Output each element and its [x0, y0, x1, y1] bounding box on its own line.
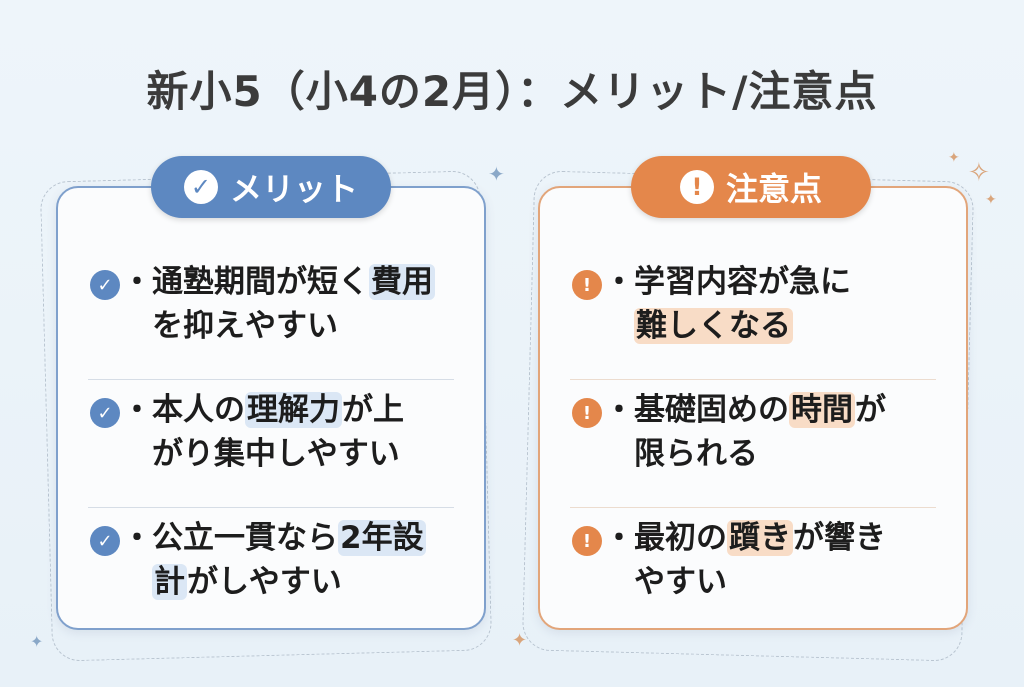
item-text: 最初の躓きが響きやすい: [634, 516, 886, 604]
list-item: ✓・通塾期間が短く費用を抑えやすい: [88, 252, 454, 380]
sparkle-icon: ✦: [30, 632, 44, 651]
text-line: やすい: [634, 560, 886, 604]
bullet: ・: [604, 265, 634, 300]
text-segment: 本人の: [152, 392, 245, 428]
text-line: 本人の理解力が上: [152, 388, 404, 432]
check-circle-icon: ✓: [90, 526, 120, 556]
highlighted-text: 躓き: [727, 520, 793, 556]
text-segment: 最初の: [634, 520, 727, 556]
text-segment: がしやすい: [187, 564, 342, 600]
text-segment: 基礎固めの: [634, 392, 789, 428]
text-line: 学習内容が急に: [634, 260, 851, 304]
merit-card: ✓・通塾期間が短く費用を抑えやすい✓・本人の理解力が上がり集中しやすい✓・公立一…: [56, 186, 486, 630]
sparkle-icon: ✦: [985, 192, 997, 208]
exclamation-circle-icon: !: [572, 526, 602, 556]
text-segment: がり集中しやすい: [152, 436, 400, 472]
list-item: !・最初の躓きが響きやすい: [570, 508, 936, 636]
item-text: 本人の理解力が上がり集中しやすい: [152, 388, 404, 476]
highlighted-text: 計: [152, 564, 187, 600]
text-segment: が上: [342, 392, 404, 428]
list-item: !・学習内容が急に難しくなる: [570, 252, 936, 380]
text-segment: が: [855, 392, 886, 428]
exclamation-circle-icon: !: [572, 270, 602, 300]
text-line: を抑えやすい: [152, 304, 435, 348]
merit-list: ✓・通塾期間が短く費用を抑えやすい✓・本人の理解力が上がり集中しやすい✓・公立一…: [58, 252, 484, 636]
caution-list: !・学習内容が急に難しくなる!・基礎固めの時間が限られる!・最初の躓きが響きやす…: [540, 252, 966, 636]
sparkle-icon: ✦: [512, 630, 528, 651]
text-segment: を抑えやすい: [152, 308, 338, 344]
bullet: ・: [604, 393, 634, 428]
text-segment: 学習内容が急に: [634, 264, 851, 300]
merit-header-badge: ✓ メリット: [151, 156, 391, 218]
item-text: 学習内容が急に難しくなる: [634, 260, 851, 348]
text-line: がり集中しやすい: [152, 432, 404, 476]
exclamation-circle-icon: !: [572, 398, 602, 428]
sparkle-icon: ✧: [968, 158, 990, 188]
check-circle-icon: ✓: [90, 270, 120, 300]
text-segment: 公立一貫なら: [152, 520, 338, 556]
list-item: ✓・本人の理解力が上がり集中しやすい: [88, 380, 454, 508]
check-circle-icon: ✓: [183, 170, 218, 204]
caution-card: !・学習内容が急に難しくなる!・基礎固めの時間が限られる!・最初の躓きが響きやす…: [538, 186, 968, 630]
text-line: 難しくなる: [634, 304, 851, 348]
highlighted-text: 2年設: [338, 520, 426, 556]
text-segment: が響き: [793, 520, 886, 556]
highlighted-text: 費用: [369, 264, 435, 300]
bullet: ・: [122, 265, 152, 300]
text-segment: 限られる: [634, 436, 758, 472]
text-segment: やすい: [634, 564, 727, 600]
check-circle-icon: ✓: [90, 398, 120, 428]
caution-header-label: 注意点: [725, 170, 822, 208]
text-line: 公立一貫なら2年設: [152, 516, 426, 560]
page-title: 新小5（小4の2月）：メリット/注意点: [146, 67, 878, 116]
merit-header-label: メリット: [229, 170, 358, 208]
item-text: 基礎固めの時間が限られる: [634, 388, 886, 476]
caution-header-badge: ! 注意点: [631, 156, 871, 218]
sparkle-icon: ✦: [948, 150, 960, 166]
text-segment: 通塾期間が短く: [152, 264, 369, 300]
exclamation-circle-icon: !: [679, 170, 714, 204]
text-line: 限られる: [634, 432, 886, 476]
bullet: ・: [122, 521, 152, 556]
text-line: 基礎固めの時間が: [634, 388, 886, 432]
highlighted-text: 難しくなる: [634, 308, 793, 344]
item-text: 通塾期間が短く費用を抑えやすい: [152, 260, 435, 348]
bullet: ・: [604, 521, 634, 556]
sparkle-icon: ✦: [488, 162, 505, 186]
text-line: 計がしやすい: [152, 560, 426, 604]
text-line: 最初の躓きが響き: [634, 516, 886, 560]
highlighted-text: 理解力: [245, 392, 342, 428]
item-text: 公立一貫なら2年設計がしやすい: [152, 516, 426, 604]
highlighted-text: 時間: [789, 392, 855, 428]
bullet: ・: [122, 393, 152, 428]
text-line: 通塾期間が短く費用: [152, 260, 435, 304]
list-item: ✓・公立一貫なら2年設計がしやすい: [88, 508, 454, 636]
list-item: !・基礎固めの時間が限られる: [570, 380, 936, 508]
